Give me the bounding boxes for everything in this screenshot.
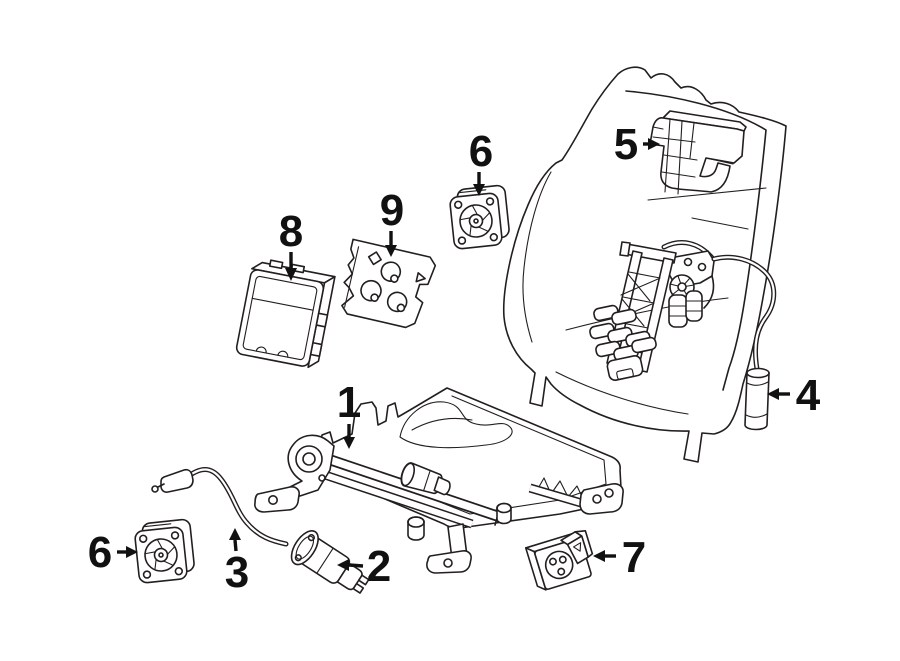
callout-6-bottom-arrowhead <box>126 546 138 558</box>
callout-6-top-label: 6 <box>469 127 493 176</box>
callout-4-arrowhead <box>767 388 779 400</box>
callout-2-label: 2 <box>367 542 391 591</box>
part-3-cable <box>151 467 289 547</box>
part-7-switch <box>524 529 594 591</box>
part-8-module <box>235 259 336 369</box>
seat-back-frame <box>502 66 787 463</box>
part-9-bracket <box>341 238 437 329</box>
callout-2: 2 <box>337 542 391 591</box>
callout-4: 4 <box>767 371 821 420</box>
callout-7: 7 <box>593 533 646 582</box>
callout-6-bottom-label: 6 <box>88 528 112 577</box>
callout-5-label: 5 <box>614 120 638 169</box>
callout-7-label: 7 <box>622 533 646 582</box>
lumbar-assembly <box>589 240 716 381</box>
callout-6-bottom: 6 <box>88 528 138 577</box>
callout-8-label: 8 <box>279 207 303 256</box>
track-motor <box>400 462 451 496</box>
callout-2-arrowhead <box>337 559 349 571</box>
callout-5: 5 <box>614 120 660 169</box>
callout-6-top: 6 <box>469 127 493 196</box>
part-4-cable-cylinder <box>711 254 777 431</box>
callout-6-top-arrowhead <box>473 184 485 196</box>
callout-8: 8 <box>279 207 303 281</box>
part-2-motor <box>290 530 370 594</box>
callout-1-arrowhead <box>343 437 355 449</box>
callout-3-label: 3 <box>225 548 249 597</box>
callout-9-arrowhead <box>385 245 397 257</box>
part-5-headrest-bracket <box>649 110 747 195</box>
callout-1: 1 <box>337 378 361 449</box>
callout-9-label: 9 <box>380 186 404 235</box>
callout-3-arrowhead <box>229 528 241 540</box>
callout-1-label: 1 <box>337 378 361 427</box>
callout-5-arrowhead <box>648 138 660 150</box>
part-6-speaker-bottom <box>132 518 197 585</box>
callout-2-arrow <box>348 563 364 568</box>
callout-3-arrow <box>233 539 238 552</box>
part-1-seat-track <box>254 387 624 574</box>
callout-4-label: 4 <box>796 371 821 420</box>
callout-9: 9 <box>380 186 404 257</box>
callouts: 1 2 3 4 5 6 6 <box>88 120 821 597</box>
callout-3: 3 <box>225 528 249 597</box>
callout-8-arrowhead <box>285 268 297 281</box>
callout-7-arrowhead <box>593 550 605 562</box>
